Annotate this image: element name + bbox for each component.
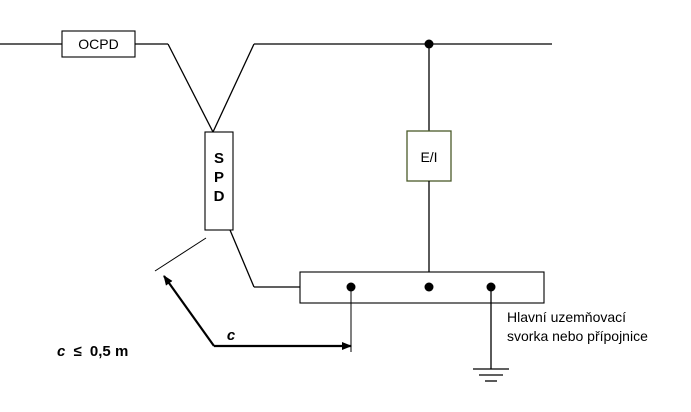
terminal-dot-ei bbox=[424, 282, 434, 292]
earth-symbol-icon bbox=[473, 368, 509, 382]
condition-operator: ≤ bbox=[74, 343, 82, 360]
spd-letter-d: D bbox=[214, 188, 225, 205]
dimension-extension-line bbox=[154, 237, 207, 272]
terminal-description-line2: svorka nebo přípojnice bbox=[507, 328, 648, 344]
spd-box bbox=[204, 131, 234, 231]
ei-box bbox=[406, 130, 452, 182]
dimension-arrow-up bbox=[163, 275, 215, 347]
spd-letter-s: S bbox=[214, 150, 224, 167]
ei-label: E/I bbox=[420, 149, 437, 165]
spd-letter-p: P bbox=[214, 169, 224, 186]
condition-value: 0,5 m bbox=[90, 343, 128, 360]
condition-label: c ≤ 0,5 m bbox=[57, 343, 128, 360]
main-earthing-terminal bbox=[299, 271, 545, 304]
ocpd-label: OCPD bbox=[78, 36, 118, 52]
condition-variable: c bbox=[57, 343, 66, 360]
terminal-description-line1: Hlavní uzemňovací bbox=[507, 309, 626, 325]
spd-ground-line bbox=[229, 229, 255, 288]
dimension-c-label: c bbox=[227, 327, 236, 344]
spd-to-bus-line bbox=[212, 43, 255, 133]
ocpd-to-spd-line bbox=[167, 43, 214, 133]
